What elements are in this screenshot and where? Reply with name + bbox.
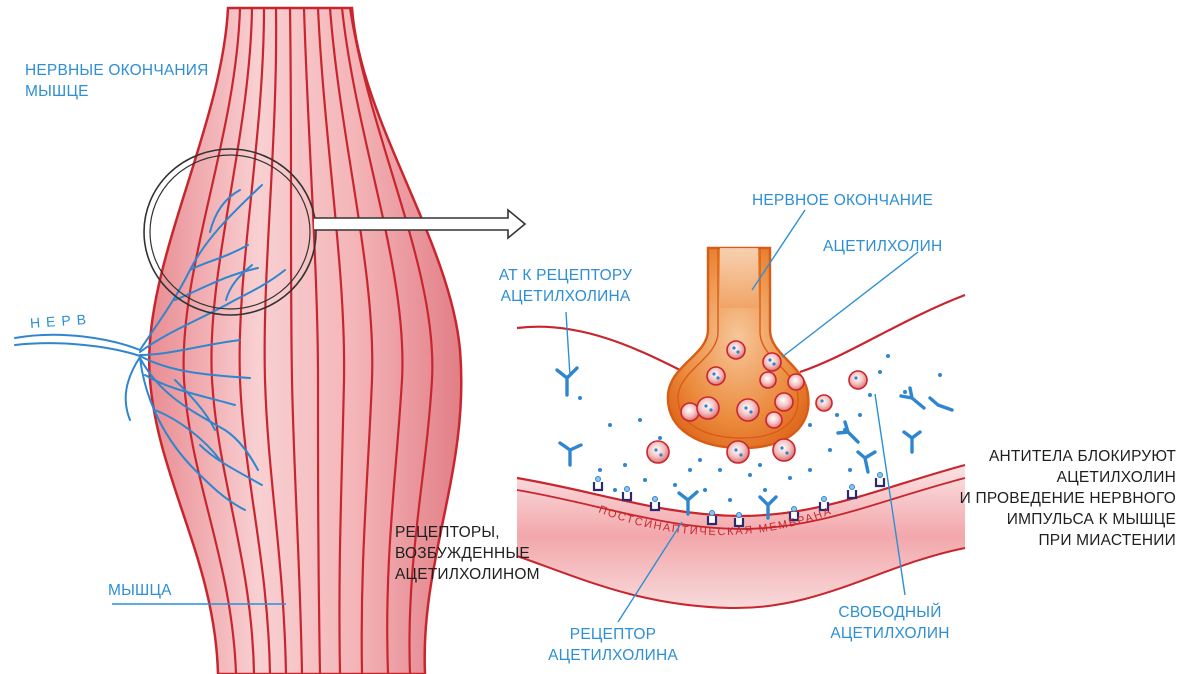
free-acetylcholine-line: СВОБОДНЫЙ [810,602,970,623]
antibody-to-receptor-line: АТ К РЕЦЕПТОРУ [478,265,653,286]
antibodies-block-line: АЦЕТИЛХОЛИН [940,467,1176,488]
antibodies-block-line: И ПРОВЕДЕНИЕ НЕРВНОГО [940,488,1176,509]
nerve-endings-label-line: МЫШЦЕ [25,81,209,102]
antibodies-block-line: ПРИ МИАСТЕНИИ [940,530,1176,551]
antibodies-block-label: АНТИТЕЛА БЛОКИРУЮТ АЦЕТИЛХОЛИН И ПРОВЕДЕ… [940,446,1176,551]
nerve-endings-label-line: НЕРВНЫЕ ОКОНЧАНИЯ [25,60,209,81]
receptor-line: АЦЕТИЛХОЛИНА [528,645,698,666]
excited-receptors-label: РЕЦЕПТОРЫ, ВОЗБУЖДЕННЫЕ АЦЕТИЛХОЛИНОМ [395,522,540,585]
receptor-label: РЕЦЕПТОР АЦЕТИЛХОЛИНА [528,624,698,666]
antibodies-block-line: АНТИТЕЛА БЛОКИРУЮТ [940,446,1176,467]
free-acetylcholine-label: СВОБОДНЫЙ АЦЕТИЛХОЛИН [810,602,970,644]
antibody-to-receptor-line: АЦЕТИЛХОЛИНА [478,286,653,307]
free-acetylcholine-line: АЦЕТИЛХОЛИН [810,623,970,644]
acetylcholine-label: АЦЕТИЛХОЛИН [823,236,942,257]
excited-receptors-line: ВОЗБУЖДЕННЫЕ [395,543,540,564]
excited-receptors-line: АЦЕТИЛХОЛИНОМ [395,564,540,585]
receptor-line: РЕЦЕПТОР [528,624,698,645]
nerve-endings-label: НЕРВНЫЕ ОКОНЧАНИЯ МЫШЦЕ [25,60,209,102]
excited-receptors-line: РЕЦЕПТОРЫ, [395,522,540,543]
muscle-label: МЫШЦА [108,580,172,601]
antibody-to-receptor-label: АТ К РЕЦЕПТОРУ АЦЕТИЛХОЛИНА [478,265,653,307]
nerve-ending-label: НЕРВНОЕ ОКОНЧАНИЕ [752,190,933,211]
antibodies-block-line: ИМПУЛЬСА К МЫШЦЕ [940,509,1176,530]
